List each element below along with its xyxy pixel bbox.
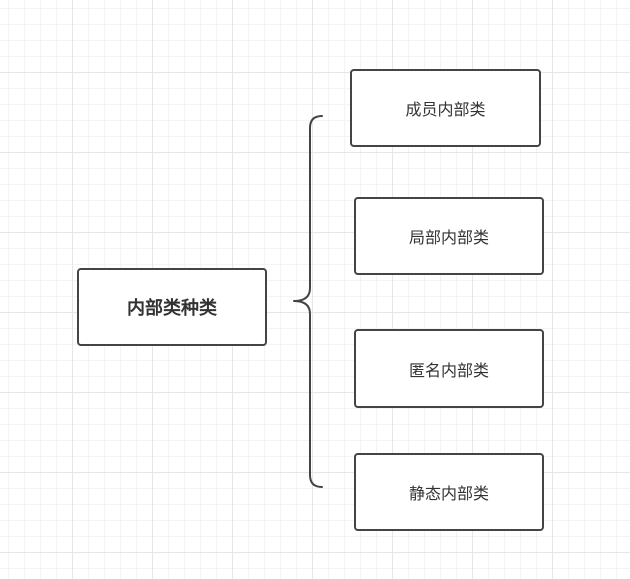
child-node-label: 静态内部类	[408, 484, 489, 503]
child-node-label: 局部内部类	[408, 228, 489, 247]
child-node-static-inner-class[interactable]: 静态内部类	[354, 453, 544, 531]
child-node-local-inner-class[interactable]: 局部内部类	[354, 197, 544, 275]
child-node-label: 成员内部类	[405, 100, 486, 119]
root-node[interactable]: 内部类种类	[77, 268, 267, 346]
child-node-anonymous-inner-class[interactable]: 匿名内部类	[354, 329, 544, 408]
root-node-label: 内部类种类	[127, 298, 217, 319]
child-node-member-inner-class[interactable]: 成员内部类	[350, 69, 541, 147]
child-node-label: 匿名内部类	[408, 360, 489, 380]
brace-path	[293, 115, 323, 488]
